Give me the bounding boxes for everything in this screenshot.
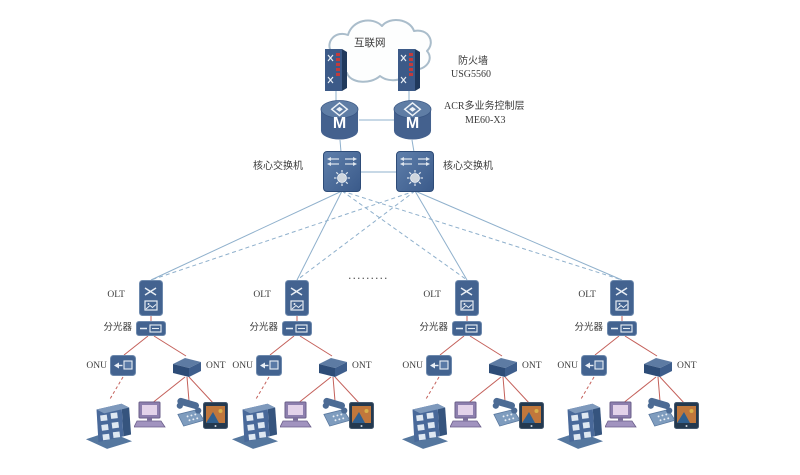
onu-label: ONU (402, 361, 423, 371)
more-branches-ellipsis: ········· (348, 272, 389, 285)
telephone-icon (173, 397, 206, 428)
firewall-left-icon (324, 47, 348, 91)
splitter-icon (136, 321, 166, 336)
ont-label: ONT (352, 361, 372, 371)
building-icon (85, 394, 133, 450)
building-icon (401, 394, 449, 450)
router-m-label: M (405, 115, 420, 132)
tv-icon (519, 402, 544, 429)
building-icon (231, 394, 279, 450)
tv-icon (203, 402, 228, 429)
splitter-label: 分光器 (419, 323, 448, 333)
olt-label: OLT (423, 290, 441, 300)
telephone-icon (489, 397, 522, 428)
olt-icon (285, 280, 309, 316)
core-switch-left-label: 核心交换机 (253, 161, 303, 172)
ont-icon (641, 356, 675, 378)
onu-icon (426, 355, 452, 376)
telephone-icon (319, 397, 352, 428)
computer-icon (134, 401, 166, 429)
onu-label: ONU (557, 361, 578, 371)
access-branch-4: OLT 分光器 ONU ONT (552, 276, 712, 466)
core-switch-right-icon (396, 151, 434, 192)
firewall-right-icon (397, 47, 421, 91)
ont-icon (170, 356, 204, 378)
ont-label: ONT (677, 361, 697, 371)
access-branch-2: OLT 分光器 ONU ONT (227, 276, 387, 466)
telephone-icon (644, 397, 677, 428)
onu-icon (256, 355, 282, 376)
olt-icon (139, 280, 163, 316)
splitter-icon (607, 321, 637, 336)
splitter-label: 分光器 (249, 323, 278, 333)
firewall-label: 防火墙 (458, 56, 488, 67)
router-m-label: M (332, 115, 347, 132)
bras-router-right: M (393, 98, 432, 142)
computer-icon (280, 401, 312, 429)
splitter-icon (452, 321, 482, 336)
bras-label: ACR多业务控制层 (444, 101, 525, 112)
firewall-model-label: USG5560 (451, 69, 492, 80)
onu-label: ONU (232, 361, 253, 371)
onu-label: ONU (86, 361, 107, 371)
olt-label: OLT (107, 290, 125, 300)
computer-icon (450, 401, 482, 429)
ont-icon (316, 356, 350, 378)
splitter-icon (282, 321, 312, 336)
access-branch-3: OLT 分光器 ONU ONT (397, 276, 557, 466)
splitter-label: 分光器 (103, 323, 132, 333)
building-icon (556, 394, 604, 450)
computer-icon (605, 401, 637, 429)
ont-icon (486, 356, 520, 378)
ont-label: ONT (522, 361, 542, 371)
bras-router-left: M (320, 98, 359, 142)
onu-icon (581, 355, 607, 376)
ont-label: ONT (206, 361, 226, 371)
internet-cloud-label: 互联网 (354, 38, 386, 49)
onu-icon (110, 355, 136, 376)
core-switch-right-label: 核心交换机 (443, 161, 493, 172)
tv-icon (349, 402, 374, 429)
olt-icon (455, 280, 479, 316)
bras-model-label: ME60-X3 (465, 115, 506, 126)
tv-icon (674, 402, 699, 429)
olt-label: OLT (578, 290, 596, 300)
splitter-label: 分光器 (574, 323, 603, 333)
access-branch-1: OLT 分光器 ONU ONT (81, 276, 241, 466)
olt-label: OLT (253, 290, 271, 300)
core-switch-left-icon (323, 151, 361, 192)
olt-icon (610, 280, 634, 316)
